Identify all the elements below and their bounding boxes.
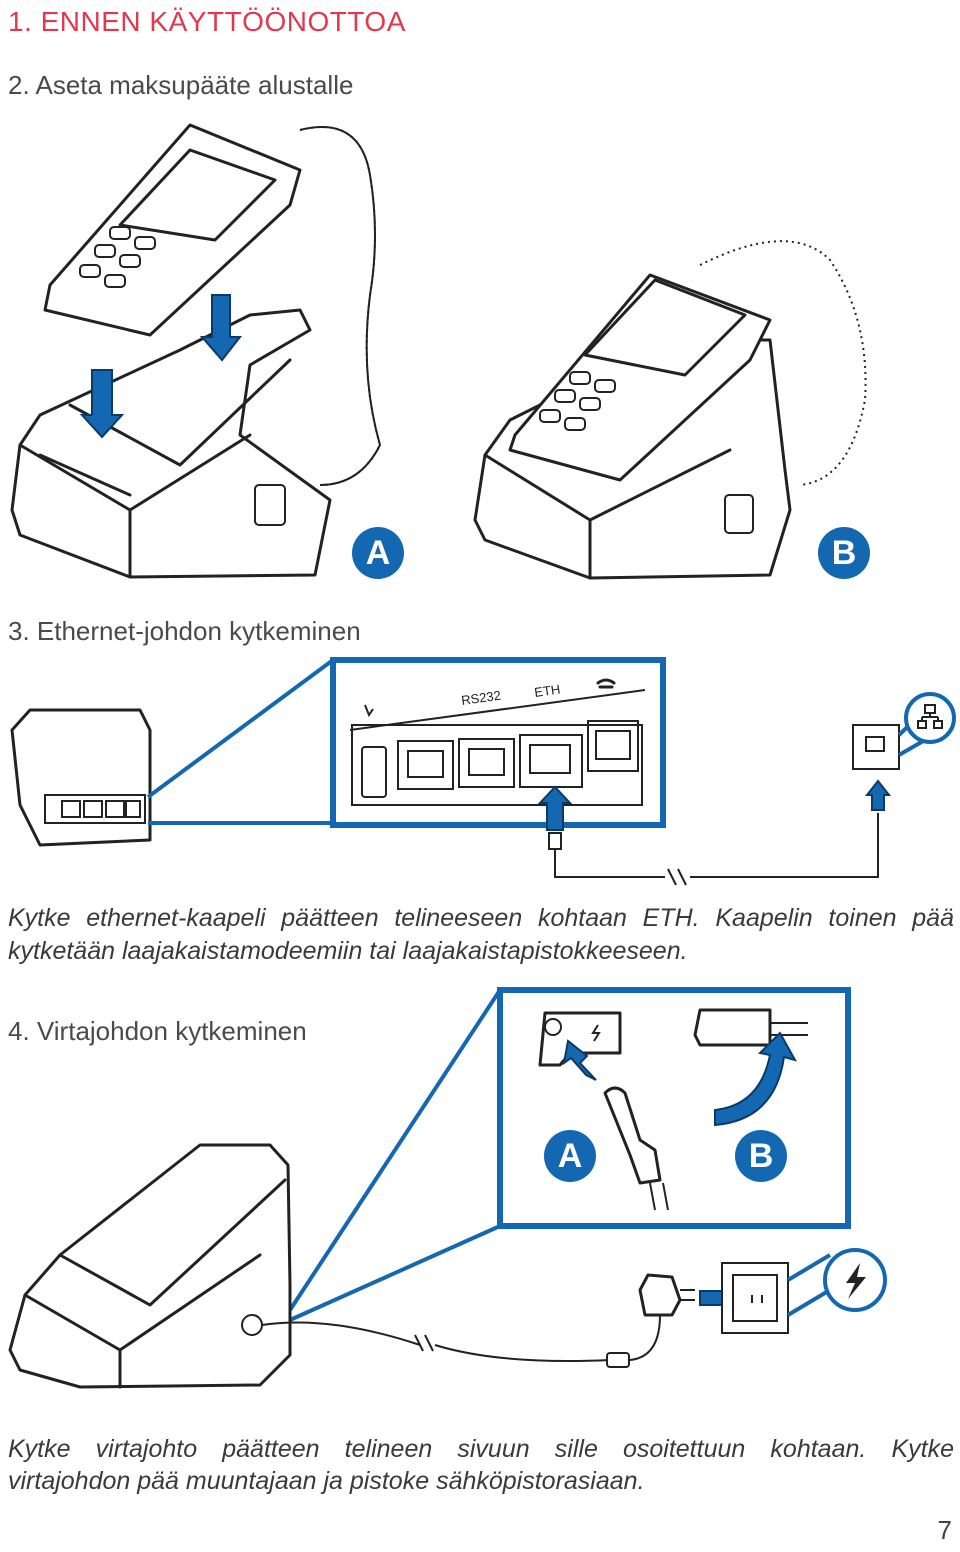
badge-b-power: B — [735, 1130, 787, 1182]
step3-caption-line2: kytketään laajakaistamodeemiin tai laaja… — [8, 937, 688, 965]
arrow-down-icon — [199, 294, 243, 362]
phone-icon — [596, 678, 616, 689]
step3-title: 3. Ethernet-johdon kytkeminen — [8, 616, 361, 646]
power-illustration — [8, 987, 887, 1389]
terminal-on-stand-illustration-b — [473, 240, 867, 580]
step4-caption-line2: virtajohdon pää muuntajaan ja pistoke sä… — [8, 1467, 645, 1495]
usb-icon — [364, 704, 374, 718]
badge-a: A — [352, 527, 404, 579]
lightning-icon — [591, 1024, 601, 1042]
terminal-on-stand-illustration-a — [10, 123, 382, 579]
step4-title: 4. Virtajohdon kytkeminen — [8, 1016, 307, 1046]
port-label-rs232: RS232 — [460, 688, 501, 708]
step2-title: 2. Aseta maksupääte alustalle — [8, 70, 354, 100]
ethernet-illustration: RS232 ETH — [10, 657, 956, 886]
arrow-up-icon — [562, 1039, 597, 1081]
page-number: 7 — [937, 1515, 952, 1545]
curved-arrow-icon — [714, 1031, 798, 1127]
step3-caption-line1: Kytke ethernet-kaapeli päätteen telinees… — [8, 904, 954, 932]
arrow-up-icon — [537, 785, 573, 831]
port-label-eth: ETH — [533, 681, 561, 699]
step4-caption-line1: Kytke virtajohto päätteen telineen sivuu… — [8, 1435, 954, 1463]
arrow-up-icon — [864, 779, 892, 811]
lightning-icon — [846, 1263, 866, 1299]
network-icon — [917, 704, 943, 729]
arrow-down-icon — [79, 369, 125, 439]
badge-a-power: A — [544, 1130, 596, 1182]
badge-b: B — [818, 527, 870, 579]
section-title: 1. ENNEN KÄYTTÖÖNOTTOA — [8, 6, 406, 37]
